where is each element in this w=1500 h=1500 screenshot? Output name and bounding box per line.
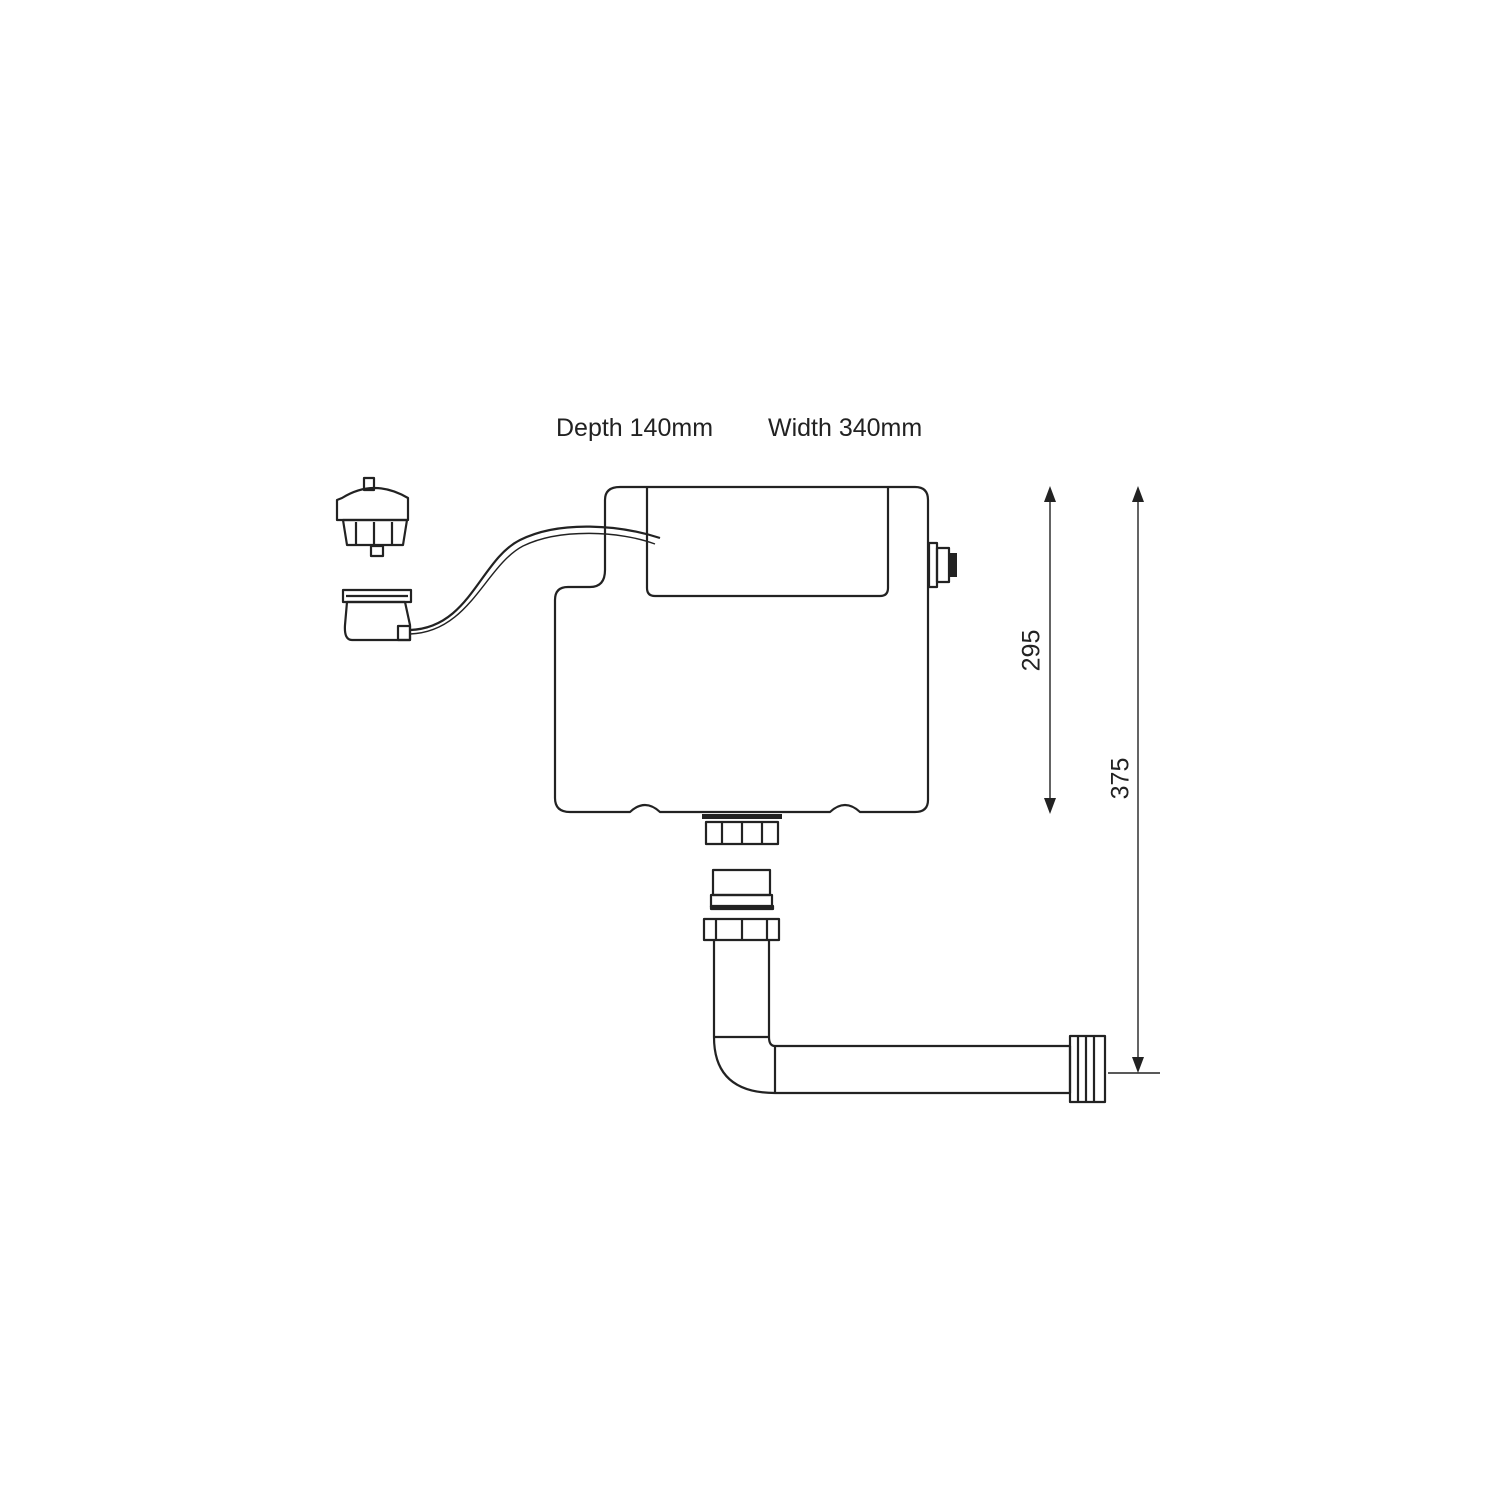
dimension-375-label: 375 (1106, 757, 1135, 800)
dimension-295 (1044, 486, 1056, 814)
side-inlet-fitting (927, 541, 957, 589)
cistern-body (553, 485, 930, 814)
dimension-295-label: 295 (1017, 629, 1046, 672)
flush-tube (409, 525, 661, 632)
dimension-375 (1108, 486, 1160, 1074)
cistern-inner-panel (645, 488, 890, 598)
pneumatic-valve (341, 588, 413, 642)
width-label: Width 340mm (768, 414, 923, 442)
flush-outlet (702, 814, 782, 846)
depth-label: Depth 140mm (556, 414, 714, 442)
button-actuator (335, 476, 410, 558)
flush-pipe (702, 868, 1107, 1104)
